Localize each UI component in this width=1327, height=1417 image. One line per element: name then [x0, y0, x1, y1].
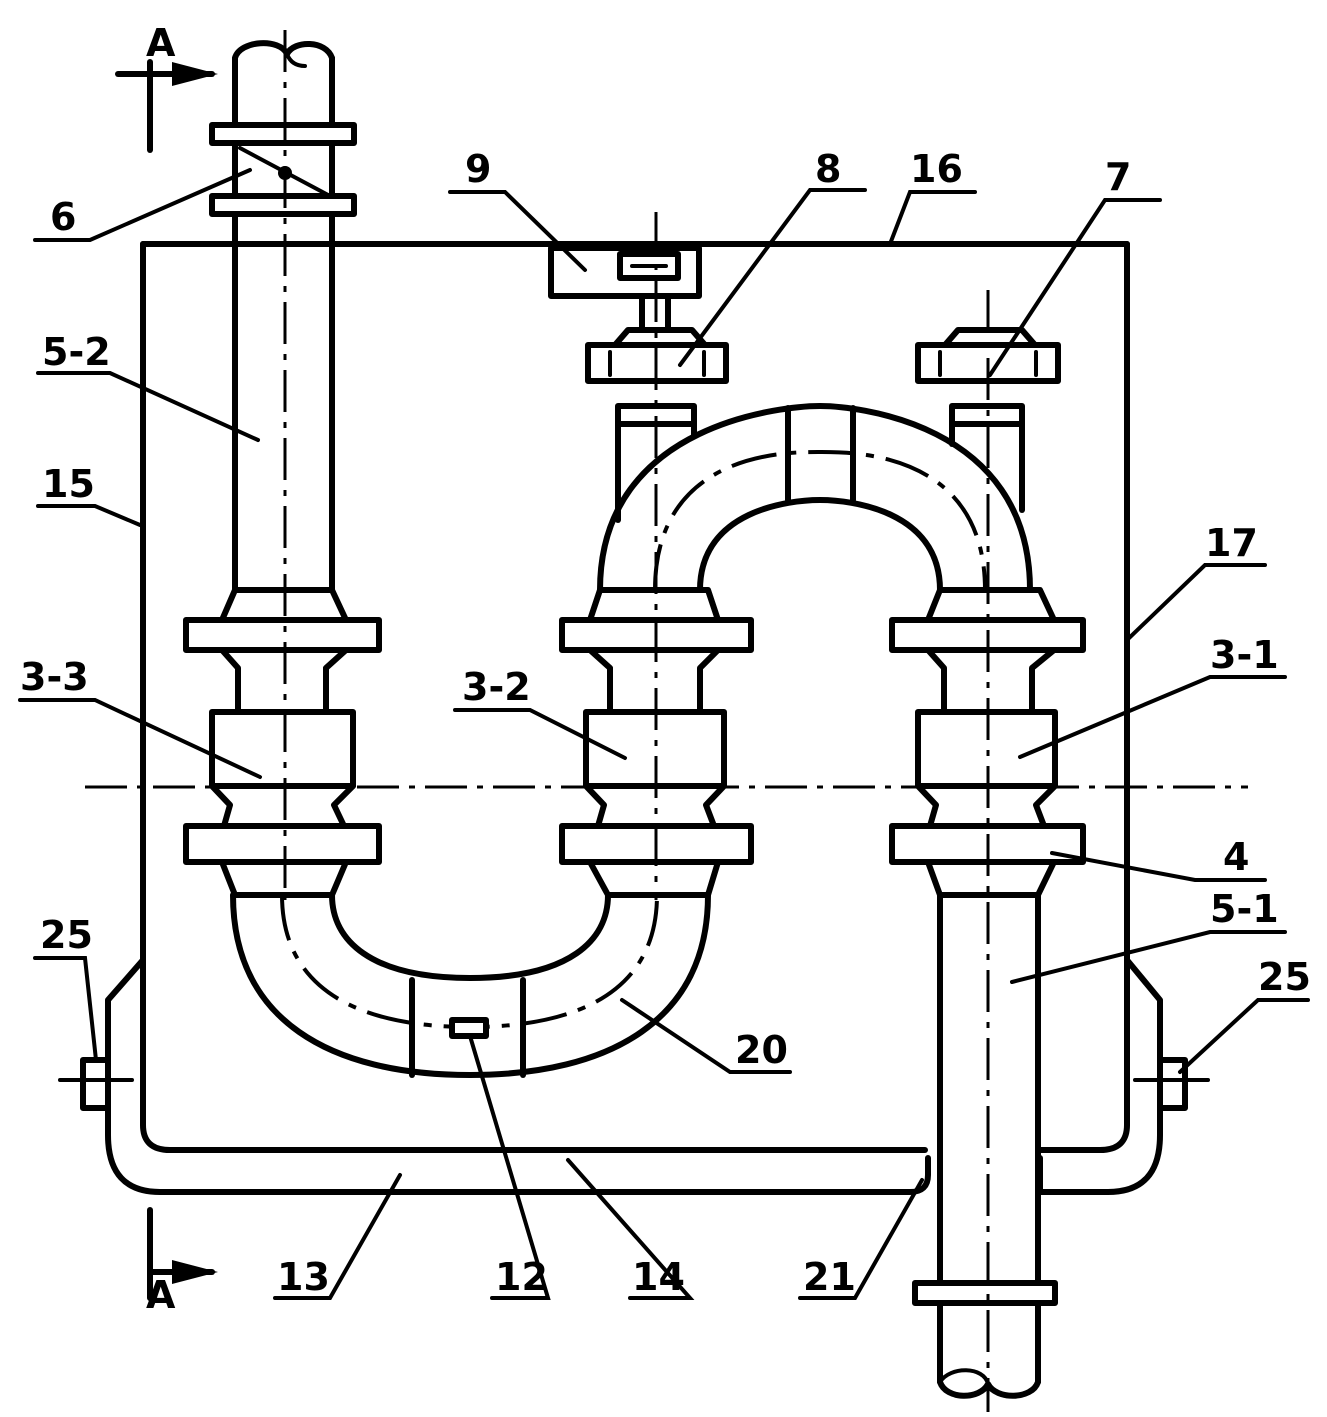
label-6: 6 — [50, 195, 76, 239]
section-marker-bottom: A — [146, 1210, 218, 1317]
label-12: 12 — [495, 1255, 548, 1299]
label-7: 7 — [1105, 155, 1131, 199]
pipe-5-1 — [915, 862, 1055, 1396]
label-3-1: 3-1 — [1210, 633, 1279, 677]
label-20: 20 — [735, 1028, 788, 1072]
label-5-1: 5-1 — [1210, 887, 1279, 931]
label-13: 13 — [277, 1255, 330, 1299]
sensor-12 — [452, 1020, 486, 1036]
outer-shell — [108, 960, 1160, 1192]
label-16: 16 — [910, 147, 963, 191]
housing-inner-bottom — [143, 1125, 925, 1150]
label-25-right: 25 — [1258, 955, 1311, 999]
pipe-5-2 — [212, 43, 354, 590]
label-8: 8 — [815, 147, 841, 191]
section-marker-top: A — [118, 21, 218, 150]
label-3-2: 3-2 — [462, 665, 531, 709]
housing-inner-bottom-right — [1040, 1125, 1127, 1150]
label-17: 17 — [1205, 521, 1258, 565]
label-21: 21 — [803, 1255, 856, 1299]
bolt-left-25 — [60, 1060, 132, 1108]
section-label-bottom: A — [146, 1273, 176, 1317]
upper-u-bend — [600, 406, 1030, 590]
label-14: 14 — [632, 1255, 685, 1299]
lower-u-bend — [233, 895, 708, 1075]
section-label-top: A — [146, 21, 176, 65]
outer-shell-left — [108, 960, 928, 1192]
label-25-left: 25 — [40, 913, 93, 957]
outer-shell-right — [1040, 960, 1160, 1192]
joint-3-3 — [186, 590, 379, 895]
label-9: 9 — [465, 147, 491, 191]
label-15: 15 — [42, 462, 95, 506]
bolt-right-25 — [1135, 1060, 1208, 1108]
label-5-2: 5-2 — [42, 330, 111, 374]
label-4: 4 — [1223, 835, 1249, 879]
label-3-3: 3-3 — [20, 655, 89, 699]
